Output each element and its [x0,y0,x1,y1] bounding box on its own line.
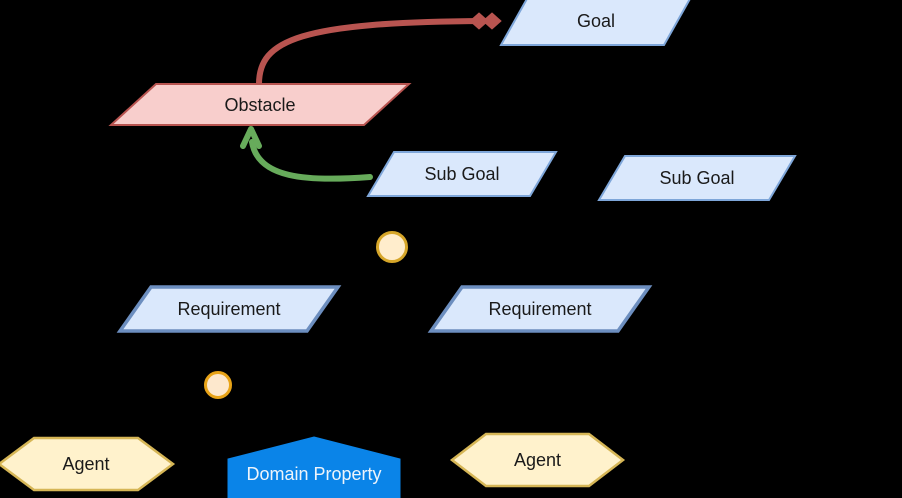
node-obstacle-label: Obstacle [224,94,296,115]
goal-shape [499,0,691,46]
requirement-right-shape [427,285,653,333]
node-requirement-left[interactable]: Requirement [116,285,342,333]
obstruction-edge[interactable] [256,12,502,87]
sub-goal-right-shape [597,155,797,201]
node-agent-right[interactable]: Agent [449,432,626,488]
resolution-arrowhead [240,126,262,149]
node-sub-goal-right-label: Sub Goal [659,168,735,188]
node-domain-property-label: Domain Property [246,463,382,484]
obstruction-arrowhead [469,12,489,30]
node-sub-goal-left[interactable]: Sub Goal [366,151,558,197]
node-agent-left-label: Agent [62,454,110,474]
refinement-circle-icon-2 [204,371,232,399]
node-goal[interactable]: Goal [499,0,692,46]
domain-property-shape [227,436,401,498]
obstruction-edge-line [256,18,487,87]
node-obstacle[interactable]: Obstacle [108,83,412,126]
node-refinement-lower[interactable] [203,370,233,400]
node-sub-goal-right[interactable]: Sub Goal [597,155,797,201]
node-requirement-right[interactable]: Requirement [427,285,653,333]
node-sub-goal-left-label: Sub Goal [424,164,500,184]
node-domain-property[interactable]: Domain Property [227,436,401,498]
resolution-edge[interactable] [240,126,373,182]
refinement-circle-icon [376,231,408,263]
sub-goal-left-shape [366,151,558,197]
agent-left-shape [0,436,176,492]
node-requirement-left-label: Requirement [177,299,281,319]
requirement-left-shape [116,285,342,333]
node-agent-right-label: Agent [513,450,562,470]
node-requirement-right-label: Requirement [488,299,592,319]
obstacle-shape [108,83,412,126]
node-agent-left[interactable]: Agent [0,436,176,492]
agent-right-shape [449,432,626,488]
node-refinement-upper[interactable] [375,230,409,264]
obstruction-arrowhead-2 [482,12,502,30]
node-goal-label: Goal [576,11,616,31]
resolution-edge-line [249,139,373,182]
